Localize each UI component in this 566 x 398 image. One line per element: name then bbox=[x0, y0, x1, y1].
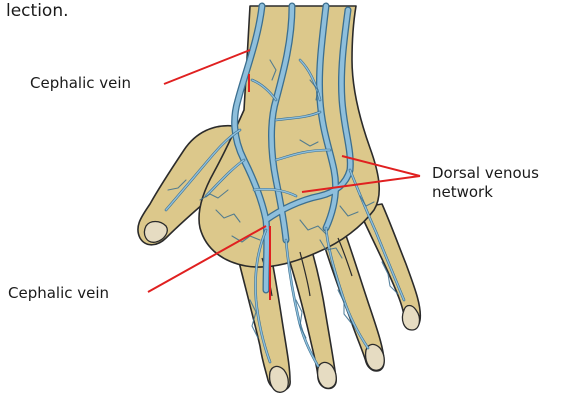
label-dorsal-line2: network bbox=[432, 183, 539, 202]
label-dorsal-line1: Dorsal venous bbox=[432, 164, 539, 183]
label-dorsal-venous-network: Dorsal venous network bbox=[432, 164, 539, 202]
caption-fragment: lection. bbox=[6, 2, 69, 21]
leader-cephalic-upper bbox=[164, 50, 250, 84]
label-cephalic-vein-lower: Cephalic vein bbox=[8, 284, 109, 303]
label-cephalic-vein-upper: Cephalic vein bbox=[30, 74, 131, 93]
